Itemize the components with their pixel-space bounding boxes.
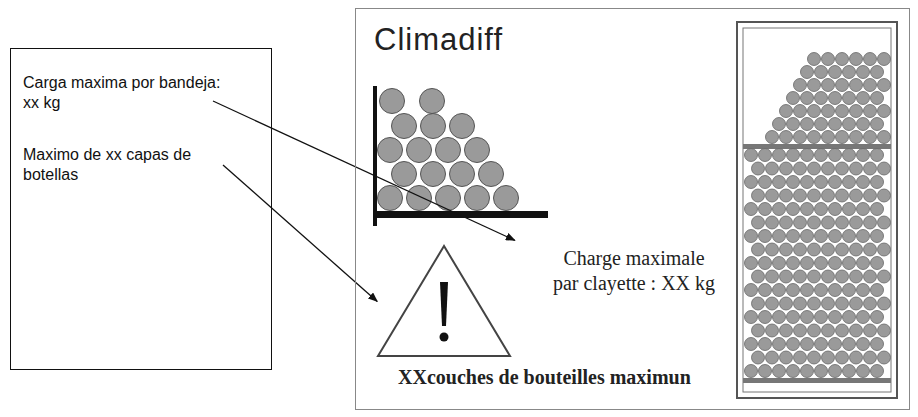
leader-arrow [213, 101, 515, 240]
brand-logo: Climadiff [374, 21, 574, 60]
translation-text: Carga maxima por bandeja: xx kg [23, 73, 238, 113]
callout-box: Carga maxima por bandeja: xx kg Maximo de… [10, 48, 272, 370]
translation-text: Maximo de xx capas de botellas [23, 145, 238, 185]
warning-text: Charge maximale par clayette : XX kg [549, 246, 719, 296]
bottle-stack [373, 86, 548, 226]
warning-text: XXcouches de bouteilles maximun [398, 365, 868, 390]
warning-label: ClimadiffCharge maximale par clayette : … [355, 8, 910, 410]
cabinet-drawing [737, 22, 897, 398]
warning-triangle [378, 246, 510, 356]
